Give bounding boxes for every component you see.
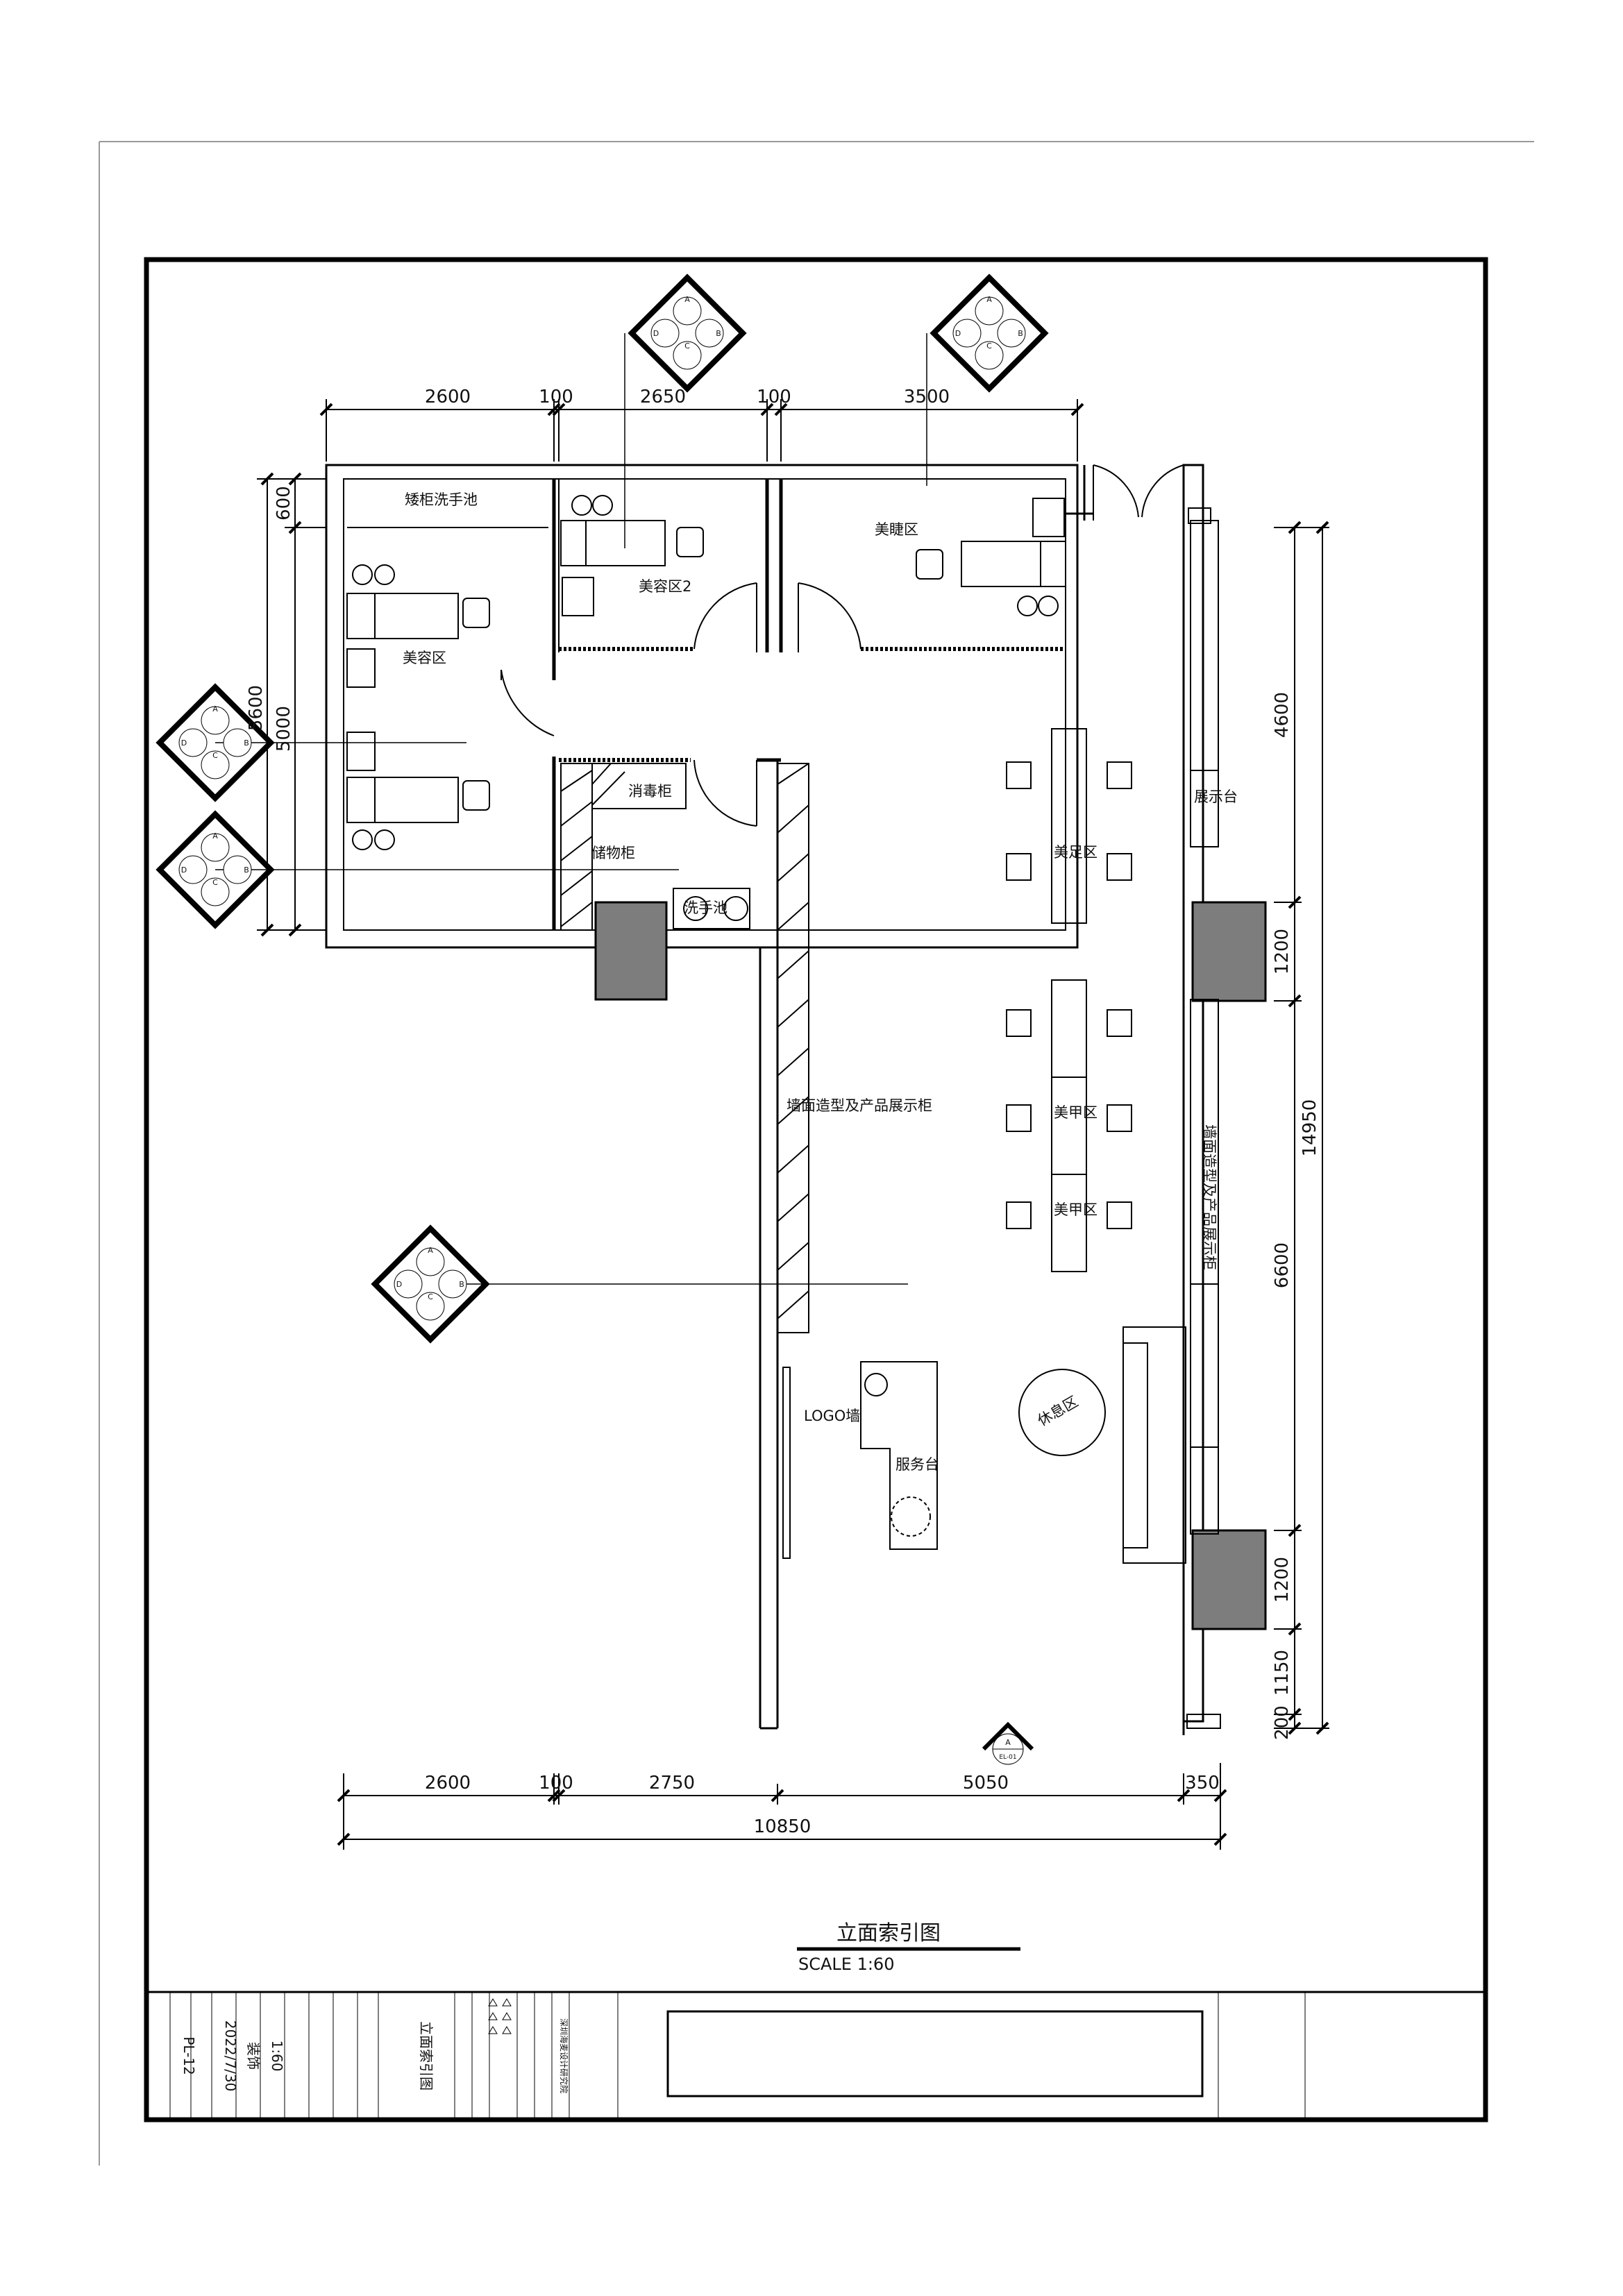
dim-overall: 10850 [754,1816,812,1837]
svg-text:C: C [428,1292,433,1301]
index-symbol-top-left: A B C D [628,273,747,393]
svg-text:A: A [428,1246,433,1255]
label-beauty-area: 美容区 [403,650,446,666]
drawing-frame [144,257,1488,2122]
dim-left-2: 5000 [274,706,294,752]
title-block [146,1991,1486,2120]
dim-right-2: 1200 [1272,929,1293,974]
svg-text:D: D [181,738,187,748]
dim-top-5: 3500 [904,387,950,407]
dim-bottom-3: 2750 [649,1773,695,1793]
svg-text:EL-01: EL-01 [999,1754,1016,1761]
label-logo-wall: LOGO墙 [804,1408,860,1424]
svg-text:D: D [955,329,961,338]
dimensions-bottom [337,1763,1227,1850]
label-service-desk: 服务台 [895,1456,939,1473]
index-symbol-center: A B C D [371,1224,490,1344]
label-beauty-area-2: 美容区2 [639,578,691,595]
label-wash-basin: 洗手池 [684,900,728,916]
dim-bottom-4: 5050 [963,1773,1009,1793]
label-wash-basin-top: 洗手池 [434,491,478,508]
label-low-cabinet: 矮柜 [405,491,434,508]
column-right-lower [1191,1529,1267,1630]
dim-right-7: 200 [1272,1705,1293,1740]
tb-sheet-no: PL-12 [180,2036,197,2075]
index-symbol-top-right: A B C D [930,273,1049,393]
dim-top-3: 2650 [640,387,686,407]
interior-doors [501,582,861,827]
svg-text:A: A [212,704,218,714]
drawing-title: 立面索引图 [836,1921,941,1945]
label-lash-area: 美睫区 [875,521,918,538]
dim-top-2: 100 [539,387,573,407]
dim-top-4: 100 [757,387,791,407]
dim-left-1: 600 [274,486,294,521]
svg-text:A: A [684,295,690,304]
dimensions-right [1274,521,1329,1735]
index-symbol-left-upper: A B C D [155,683,275,802]
index-leaders [215,333,927,1285]
svg-text:A: A [1005,1738,1011,1747]
svg-text:C: C [684,341,690,351]
label-storage-cabinet: 储物柜 [591,845,635,861]
dimensions-left [257,472,326,937]
label-disinfect-cabinet: 消毒柜 [628,783,672,800]
svg-text:A: A [986,295,992,304]
bed [346,593,459,639]
column-center [594,901,668,1001]
furniture [346,495,1186,1564]
svg-text:D: D [181,866,187,875]
svg-text:A: A [212,832,218,841]
label-display-stand: 展示台 [1194,788,1238,805]
dim-top-1: 2600 [425,387,471,407]
svg-text:B: B [1018,329,1023,338]
dim-right-5: 1200 [1272,1557,1293,1603]
index-symbol-left-lower: A B C D [155,810,275,929]
dim-right-6: 1150 [1272,1650,1293,1696]
label-nail-area-2: 美甲区 [1054,1201,1098,1218]
svg-text:D: D [396,1280,402,1289]
dim-right-3: 6600 [1272,1242,1293,1288]
dim-left-3: 5600 [246,685,267,731]
svg-text:B: B [244,738,249,748]
svg-text:C: C [212,878,218,887]
tb-revision-marks [488,1998,512,2034]
svg-text:B: B [459,1280,464,1289]
tb-scale: 1:60 [269,2041,285,2072]
outer-wall-upper [325,464,1079,949]
label-foot-area: 美足区 [1054,844,1098,861]
tb-drawing-name: 立面索引图 [418,2021,435,2091]
feature-wall-cabinet [777,763,809,1333]
dim-right-1: 4600 [1272,692,1293,738]
svg-text:C: C [986,341,992,351]
svg-text:B: B [716,329,721,338]
label-right-wall: 墙面造型及产品展示柜 [1201,1124,1218,1270]
label-lounge: 休息区 [1035,1393,1082,1429]
tb-discipline: 装饰 [245,2042,262,2070]
dimensions-top [319,399,1084,462]
column-right-upper [1191,901,1267,1002]
entrance-door [1093,464,1184,521]
svg-text:D: D [653,329,659,338]
tb-company: 深圳海麦设计研究院 [559,2018,569,2093]
dim-bottom-2: 100 [539,1773,573,1793]
right-wall [1182,464,1204,1723]
dim-right-4: 14950 [1300,1099,1320,1157]
drawing-scale: SCALE 1:60 [798,1955,894,1974]
label-nail-area-1: 美甲区 [1054,1104,1098,1121]
right-display-strip [1190,520,1219,1535]
storage-cabinet [560,763,687,931]
label-feature-wall: 墙面造型及产品展示柜 [787,1097,932,1114]
tb-date: 2022/7/30 [222,2020,239,2092]
index-symbol-bottom: A EL-01 [982,1721,1034,1765]
svg-text:B: B [244,866,249,875]
dim-bottom-1: 2600 [425,1773,471,1793]
walls [325,464,1221,1735]
inner-wall-upper [343,478,1066,931]
dim-bottom-5: 350 [1185,1773,1220,1793]
svg-text:C: C [212,751,218,760]
